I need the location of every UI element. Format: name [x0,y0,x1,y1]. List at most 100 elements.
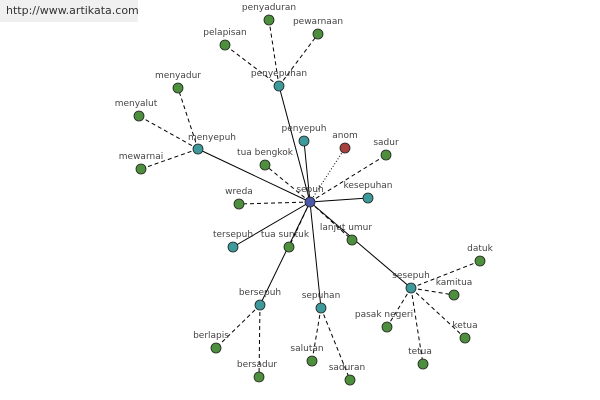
edge-sepuh-tua-bengkok [264,164,311,203]
edge-bersepuh-bersadur [258,304,261,378]
node-marker-tua-suntuk[interactable] [283,241,295,253]
nodes-layer: sepuh penyepuhan menyepuh penyepuh kesepuhan… [115,3,494,386]
node-tua-bengkok[interactable]: tua bengkok [237,148,294,171]
node-wreda[interactable]: wreda [225,187,253,210]
edge-sepuh-bersepuh [259,201,311,306]
edge-sepuh-sepuhan [309,201,322,309]
node-marker-bersepuh[interactable] [254,299,266,311]
node-label-saduran: saduran [329,363,366,373]
node-label-menyadur: menyadur [155,71,201,81]
node-penyaduran[interactable]: penyaduran [242,3,296,26]
edge-sepuhan-saduran [320,307,351,381]
node-tersepuh[interactable]: tersepuh [213,230,253,253]
node-marker-tua-bengkok[interactable] [259,159,271,171]
node-label-wreda: wreda [225,187,253,197]
source-url-banner[interactable]: http://www.artikata.com [0,0,139,22]
node-label-sepuh: sepuh [296,185,323,195]
node-label-penyepuh: penyepuh [282,124,327,134]
node-tua-suntuk[interactable]: tua suntuk [261,230,310,253]
node-label-tersepuh: tersepuh [213,230,253,240]
node-tetua[interactable]: tetua [408,347,432,370]
node-label-kesepuhan: kesepuhan [344,181,393,191]
node-marker-kamitua[interactable] [448,289,460,301]
edge-menyepuh-mewarnai [140,148,199,170]
node-sadur[interactable]: sadur [373,138,399,161]
node-label-bersepuh: bersepuh [239,288,281,298]
node-marker-penyepuhan[interactable] [273,80,285,92]
node-marker-pewarnaan[interactable] [312,28,324,40]
node-label-penyaduran: penyaduran [242,3,296,13]
node-penyepuhan[interactable]: penyepuhan [251,69,307,92]
node-label-menyepuh: menyepuh [188,133,236,143]
node-pasak-negeri[interactable]: pasak negeri [355,310,413,333]
node-mewarnai[interactable]: mewarnai [119,152,163,175]
edges-layer [138,19,481,381]
node-marker-pelapisan[interactable] [219,39,231,51]
node-label-menyalut: menyalut [115,99,158,109]
node-label-pelapisan: pelapisan [203,28,246,38]
node-marker-salutan[interactable] [306,355,318,367]
node-marker-lanjut-umur[interactable] [346,234,358,246]
node-salutan[interactable]: salutan [290,344,324,367]
node-menyepuh[interactable]: menyepuh [188,133,236,155]
node-label-ketua: ketua [452,321,477,331]
node-bersadur[interactable]: bersadur [237,360,278,383]
node-marker-saduran[interactable] [344,374,356,386]
edge-sesepuh-ketua [410,287,466,339]
node-marker-tersepuh[interactable] [227,241,239,253]
node-marker-penyaduran[interactable] [263,14,275,26]
node-marker-menyadur[interactable] [172,82,184,94]
node-label-tetua: tetua [408,347,432,357]
node-marker-wreda[interactable] [233,198,245,210]
node-marker-tetua[interactable] [417,358,429,370]
node-marker-berlapis[interactable] [210,342,222,354]
edge-menyepuh-menyadur [177,87,199,150]
node-marker-penyepuh[interactable] [298,135,310,147]
node-penyepuh[interactable]: penyepuh [282,124,327,147]
edge-sepuh-kesepuhan [309,197,369,203]
node-bersepuh[interactable]: bersepuh [239,288,281,311]
node-menyalut[interactable]: menyalut [115,99,158,122]
edge-sesepuh-datuk [410,260,481,289]
node-label-salutan: salutan [290,344,323,354]
node-marker-sesepuh[interactable] [405,282,417,294]
edge-sepuh-penyepuh [303,140,311,203]
edge-sesepuh-pasak-negeri [386,287,412,328]
node-sesepuh[interactable]: sesepuh [392,271,430,294]
node-marker-datuk[interactable] [474,255,486,267]
node-berlapis[interactable]: berlapis [193,331,229,354]
edge-sesepuh-tetua [410,287,424,365]
node-marker-menyalut[interactable] [133,110,145,122]
node-label-sadur: sadur [373,138,399,148]
node-marker-sadur[interactable] [380,149,392,161]
node-sepuhan[interactable]: sepuhan [302,291,341,314]
node-marker-kesepuhan[interactable] [362,192,374,204]
node-ketua[interactable]: ketua [452,321,478,344]
node-pewarnaan[interactable]: pewarnaan [293,17,343,40]
node-saduran[interactable]: saduran [329,363,366,386]
node-datuk[interactable]: datuk [467,244,494,267]
node-marker-ketua[interactable] [459,332,471,344]
node-sepuh[interactable]: sepuh [296,185,324,208]
node-label-berlapis: berlapis [193,331,229,341]
node-kamitua[interactable]: kamitua [436,278,473,301]
node-marker-pasak-negeri[interactable] [381,321,393,333]
edge-sepuh-tersepuh [232,201,311,248]
node-menyadur[interactable]: menyadur [155,71,201,94]
node-marker-bersadur[interactable] [253,371,265,383]
node-marker-mewarnai[interactable] [135,163,147,175]
node-marker-menyepuh[interactable] [192,143,204,155]
edge-sepuhan-salutan [311,307,322,362]
edge-bersepuh-berlapis [215,304,261,349]
node-marker-sepuhan[interactable] [315,302,327,314]
node-label-mewarnai: mewarnai [119,152,163,162]
node-anom[interactable]: anom [332,131,358,154]
node-marker-sepuh[interactable] [304,196,316,208]
node-label-kamitua: kamitua [436,278,473,288]
node-kesepuhan[interactable]: kesepuhan [344,181,393,204]
edge-sesepuh-kamitua [410,287,455,296]
edge-sepuh-tua-suntuk [288,201,311,248]
node-lanjut-umur[interactable]: lanjut umur [320,223,372,246]
node-pelapisan[interactable]: pelapisan [203,28,247,51]
node-marker-anom[interactable] [339,142,351,154]
